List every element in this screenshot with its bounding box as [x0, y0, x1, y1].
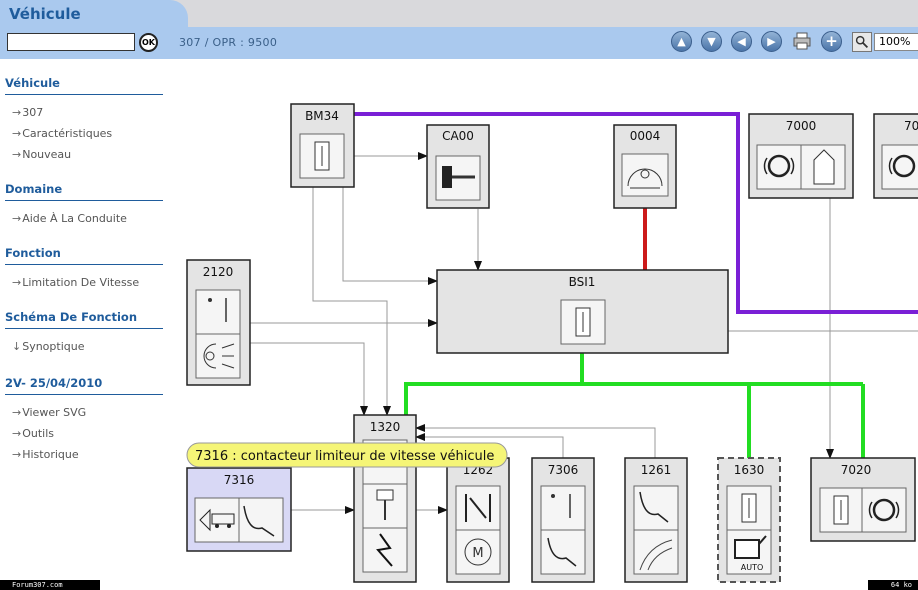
arrow-right-icon: → — [12, 148, 22, 161]
print-icon[interactable] — [792, 31, 812, 51]
sidebar-section-schema: Schéma De Fonction — [5, 310, 163, 329]
sidebar-section-domaine: Domaine — [5, 182, 163, 201]
c1630-label: 1630 — [734, 463, 765, 477]
sidebar-section-fonction: Fonction — [5, 246, 163, 265]
component-1262[interactable]: 1262 M — [446, 457, 510, 583]
pedal-icon — [639, 491, 669, 523]
component-1261[interactable]: 1261 — [624, 457, 688, 583]
sensor-icon — [813, 149, 835, 185]
abs-wheel-icon — [888, 154, 916, 178]
throttle-icon — [465, 494, 491, 522]
motor-icon: M — [464, 538, 492, 566]
signal-lines — [250, 152, 918, 514]
arrow-down-icon: ↓ — [12, 340, 22, 353]
component-70[interactable]: 70 — [873, 113, 918, 199]
sidebar-item-viewer-svg[interactable]: →Viewer SVG — [12, 406, 87, 419]
wiring-diagram: BM34 CA00 0004 7000 70 2120 — [186, 103, 918, 583]
arrow-right-icon: → — [12, 276, 22, 289]
arrow-right-icon: → — [12, 406, 22, 419]
spark-icon — [376, 533, 393, 567]
headlight-icon — [203, 343, 235, 369]
pedal-icon — [547, 537, 577, 567]
sidebar-section-version: 2V- 25/04/2010 — [5, 376, 163, 395]
injector-icon — [376, 489, 394, 520]
dashboard-gauge-icon — [627, 168, 663, 189]
zoom-field[interactable]: 100% — [874, 33, 918, 51]
component-ca00[interactable]: CA00 — [426, 124, 490, 209]
chip-icon — [575, 307, 591, 337]
bm34-label: BM34 — [305, 109, 339, 123]
svg-text:M: M — [472, 546, 483, 561]
component-bsi1[interactable]: BSI1 — [436, 269, 729, 354]
component-1630[interactable]: 1630 AUTO — [717, 457, 781, 583]
component-7000[interactable]: 7000 — [748, 113, 854, 199]
pedal-icon — [243, 505, 275, 537]
plus-icon[interactable]: + — [821, 31, 842, 52]
gearbox-icon — [734, 535, 767, 559]
arrow-right-icon: → — [12, 212, 22, 225]
bsi1-label: BSI1 — [569, 275, 596, 289]
search-input[interactable] — [7, 33, 135, 51]
component-7306[interactable]: 7306 — [531, 457, 595, 583]
component-0004[interactable]: 0004 — [613, 124, 677, 209]
chip-icon — [314, 141, 330, 171]
c0004-label: 0004 — [630, 129, 661, 143]
sidebar-item-limitation-vitesse[interactable]: →Limitation De Vitesse — [12, 276, 140, 289]
magnifier-icon[interactable] — [852, 32, 872, 52]
ok-button[interactable]: OK — [139, 33, 158, 52]
arrow-right-icon: → — [12, 106, 22, 119]
switch-icon — [208, 298, 227, 322]
arrow-right-icon[interactable]: ▶ — [761, 31, 782, 52]
tooltip-text: 7316 : contacteur limiteur de vitesse vé… — [195, 449, 494, 464]
purple-bus-line — [354, 112, 918, 314]
arrow-down-icon[interactable]: ▼ — [701, 31, 722, 52]
page-title: Véhicule — [9, 5, 81, 23]
c7000-label: 7000 — [786, 119, 817, 133]
sidebar-item-nouveau[interactable]: →Nouveau — [12, 148, 72, 161]
speed-limiter-car-icon — [199, 508, 235, 532]
component-7316[interactable]: 7316 — [186, 467, 292, 552]
component-7020[interactable]: 7020 — [810, 457, 916, 542]
green-bus-lines — [404, 353, 865, 458]
footer-size: 64 ko — [868, 580, 918, 590]
sidebar-item-caracteristiques[interactable]: →Caractéristiques — [12, 127, 113, 140]
sidebar-item-outils[interactable]: →Outils — [12, 427, 55, 440]
sidebar-item-aide-conduite[interactable]: →Aide À La Conduite — [12, 212, 127, 225]
footer-watermark: Forum307.com — [0, 580, 100, 590]
abs-wheel-icon — [868, 498, 900, 522]
title-tab: Véhicule — [0, 0, 188, 27]
position-sensor-icon — [639, 539, 673, 571]
sidebar: Véhicule →307 →Caractéristiques →Nouveau… — [0, 59, 170, 590]
auto-label: AUTO — [741, 563, 764, 572]
arrow-left-icon[interactable]: ◀ — [731, 31, 752, 52]
arrow-up-icon[interactable]: ▲ — [671, 31, 692, 52]
arrow-right-icon: → — [12, 427, 22, 440]
breadcrumb: 307 / OPR : 9500 — [179, 36, 278, 49]
component-2120[interactable]: 2120 — [186, 259, 251, 386]
c7306-label: 7306 — [548, 463, 579, 477]
sidebar-item-historique[interactable]: →Historique — [12, 448, 79, 461]
key-icon — [442, 166, 475, 188]
chip-icon — [833, 495, 849, 525]
component-tooltip: 7316 : contacteur limiteur de vitesse vé… — [186, 442, 508, 468]
chip-icon — [741, 493, 757, 523]
c1261-label: 1261 — [641, 463, 672, 477]
c1320-label: 1320 — [370, 420, 401, 434]
component-1320[interactable]: 1320 — [353, 414, 417, 583]
abs-wheel-icon — [763, 154, 795, 178]
c70-label: 70 — [904, 119, 918, 133]
switch-icon — [551, 494, 571, 518]
c7020-label: 7020 — [841, 463, 872, 477]
c2120-label: 2120 — [203, 265, 234, 279]
sidebar-item-synoptique[interactable]: ↓Synoptique — [12, 340, 85, 353]
sidebar-item-307[interactable]: →307 — [12, 106, 44, 119]
c7316-label: 7316 — [224, 473, 255, 487]
arrow-right-icon: → — [12, 127, 22, 140]
component-bm34[interactable]: BM34 — [290, 103, 355, 188]
arrow-right-icon: → — [12, 448, 22, 461]
ca00-label: CA00 — [442, 129, 474, 143]
sidebar-section-vehicule: Véhicule — [5, 76, 163, 95]
